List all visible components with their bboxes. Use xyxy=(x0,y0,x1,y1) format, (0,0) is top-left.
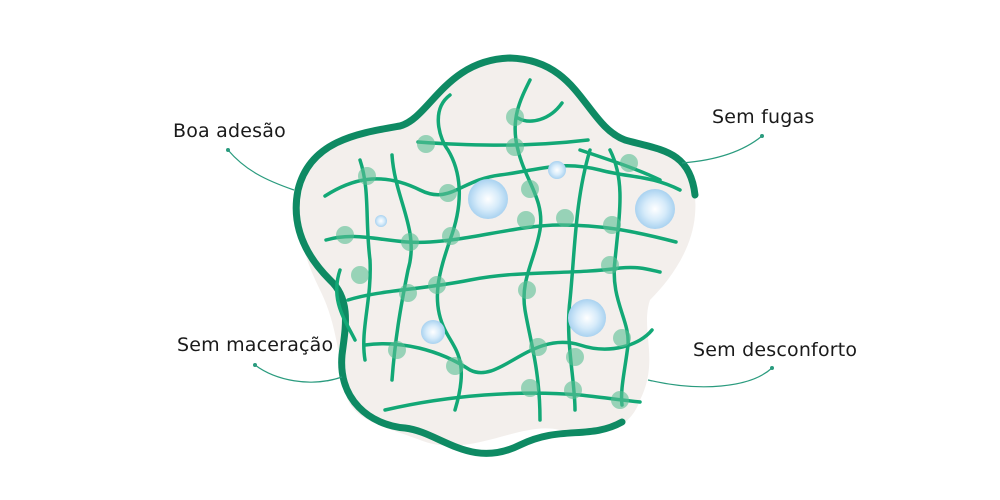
label-boa-adesao: Boa adesão xyxy=(173,120,286,142)
connector-bottom-left xyxy=(254,364,343,383)
label-sem-desconforto: Sem desconforto xyxy=(693,339,858,361)
crosslink-nodes xyxy=(336,108,638,409)
label-sem-maceracao: Sem maceração xyxy=(177,334,334,356)
connector-top-left xyxy=(227,149,295,191)
connector-top-right xyxy=(681,135,763,164)
label-sem-fugas: Sem fugas xyxy=(712,106,815,128)
water-bubbles xyxy=(375,161,675,344)
blob-fill xyxy=(296,57,696,446)
blob-outline xyxy=(292,54,699,457)
connector-bottom-right xyxy=(647,367,773,388)
